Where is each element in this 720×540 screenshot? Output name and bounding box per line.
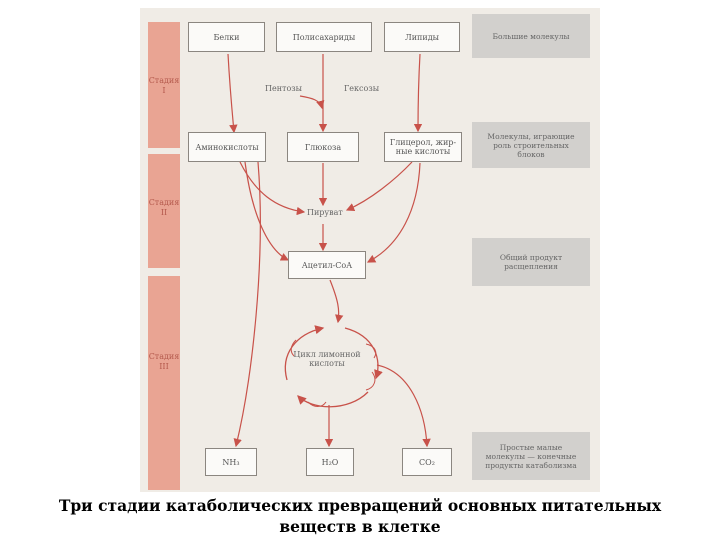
caption-line-2: веществ в клетке — [279, 517, 441, 536]
arrow-proteins-to-amino — [227, 53, 238, 134]
box-amino-acids: Аминокислоты — [188, 132, 266, 162]
label-pentoses: Пентозы — [265, 84, 303, 93]
stage-band-2 — [148, 154, 180, 268]
arrow-cycle-to-co2 — [376, 364, 431, 448]
box-acetyl-coa: Ацетил-СоА — [288, 251, 366, 279]
arrow-acetyl-to-cycle — [329, 279, 344, 324]
arrow-pentoses-to-glucose — [299, 95, 325, 110]
box-nh3: NH₃ — [205, 448, 257, 476]
box-co2: CO₂ — [402, 448, 452, 476]
box-polysaccharides: Полисахариды — [276, 22, 372, 52]
label-pyruvate: Пируват — [307, 208, 343, 217]
right-label-large-molecules: Большие молекулы — [472, 14, 590, 58]
stage-band-1 — [148, 22, 180, 148]
arrow-lipids-to-glycerol — [413, 53, 423, 133]
arrow-amino-to-acetyl — [244, 161, 290, 261]
box-glycerol-fatty-acids: Глицерол, жир-ные кислоты — [384, 132, 462, 162]
label-hexoses: Гексозы — [344, 84, 380, 93]
box-h2o: H₂O — [306, 448, 354, 476]
arrow-glycerol-to-acetyl — [366, 162, 421, 263]
box-proteins: Белки — [188, 22, 265, 52]
arrow-amino-to-pyruvate — [239, 161, 306, 216]
caption-line-1: Три стадии катаболических превращений ос… — [58, 496, 662, 515]
arrow-glycerol-to-pyruvate — [345, 161, 413, 211]
box-lipids: Липиды — [384, 22, 460, 52]
stage-band-3 — [148, 276, 180, 490]
box-glucose: Глюкоза — [287, 132, 359, 162]
arrow-amino-to-nh3 — [233, 161, 261, 448]
citric-cycle-ring — [284, 325, 383, 408]
